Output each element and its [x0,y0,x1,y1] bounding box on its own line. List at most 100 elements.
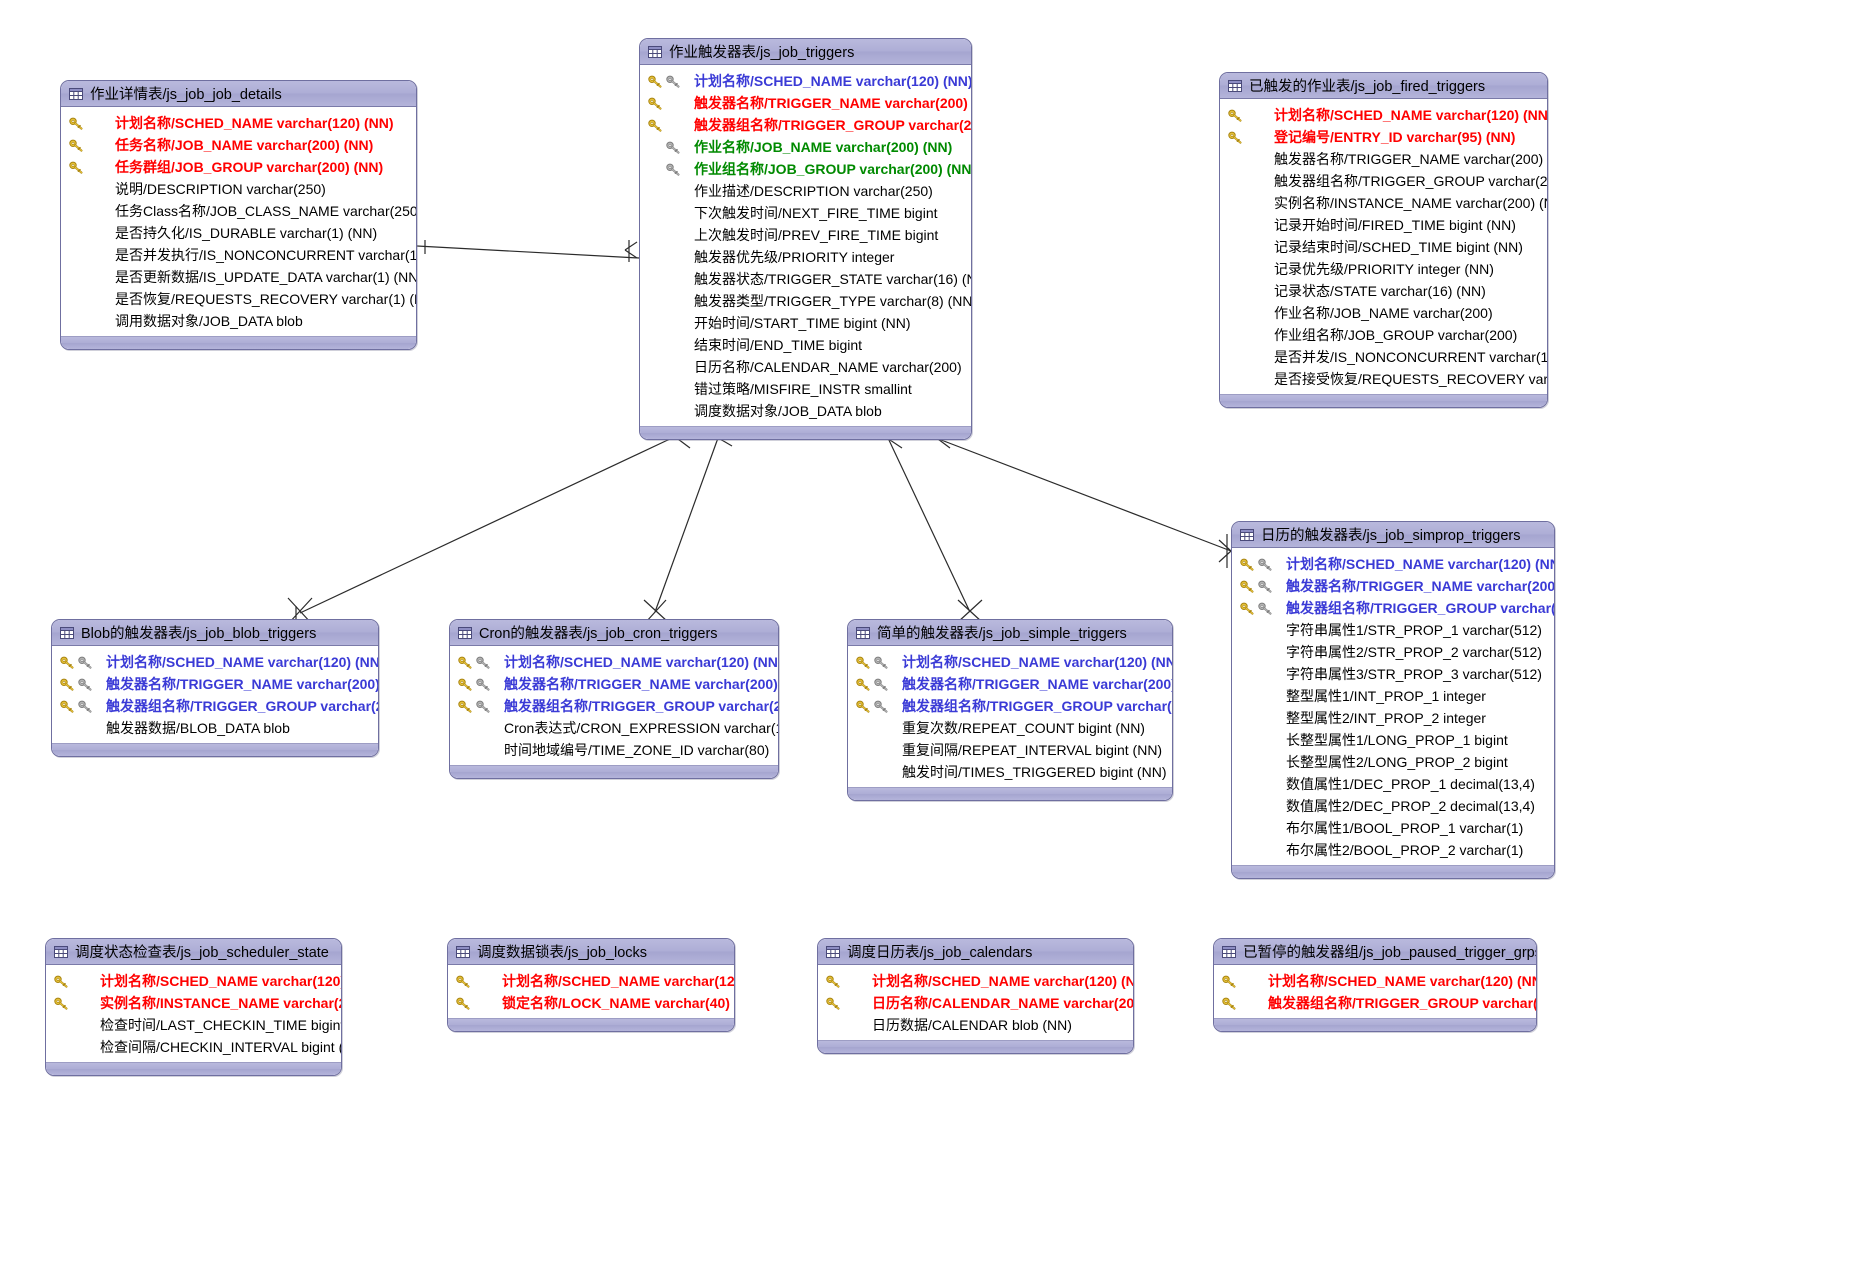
attribute-row[interactable]: 作业组名称/JOB_GROUP varchar(200) (NN) [640,158,971,180]
attribute-row[interactable]: 触发器名称/TRIGGER_NAME varchar(200) (NN) [848,673,1172,695]
attribute-row[interactable]: 登记编号/ENTRY_ID varchar(95) (NN) [1220,126,1547,148]
attribute-row[interactable]: 计划名称/SCHED_NAME varchar(120) (NN) [61,112,416,134]
attribute-row[interactable]: 触发器名称/TRIGGER_NAME varchar(200) (NN) [1220,148,1547,170]
entity-job-details[interactable]: 作业详情表/js_job_job_details 计划名称/SCHED_NAME… [60,80,417,350]
attribute-row[interactable]: 长整型属性2/LONG_PROP_2 bigint [1232,751,1554,773]
attribute-row[interactable]: 上次触发时间/PREV_FIRE_TIME bigint [640,224,971,246]
attribute-row[interactable]: 计划名称/SCHED_NAME varchar(120) (NN) [818,970,1133,992]
attribute-row[interactable]: 触发器名称/TRIGGER_NAME varchar(200) (NN) [1232,575,1554,597]
attribute-row[interactable]: 触发器组名称/TRIGGER_GROUP varchar(200) (NN) [52,695,378,717]
attribute-row[interactable]: 时间地域编号/TIME_ZONE_ID varchar(80) [450,739,778,761]
attribute-row[interactable]: 触发器组名称/TRIGGER_GROUP varchar(200) (NN) [1232,597,1554,619]
attribute-row[interactable]: 是否并发执行/IS_NONCONCURRENT varchar(1) (NN) [61,244,416,266]
attribute-row[interactable]: 计划名称/SCHED_NAME varchar(120) (NN) [1220,104,1547,126]
attribute-row[interactable]: 计划名称/SCHED_NAME varchar(120) (NN) [1214,970,1536,992]
attribute-key-icons [1228,263,1274,276]
attribute-row[interactable]: 计划名称/SCHED_NAME varchar(120) (NN) [640,70,971,92]
attribute-row[interactable]: 调度数据对象/JOB_DATA blob [640,400,971,422]
attribute-row[interactable]: 触发器类型/TRIGGER_TYPE varchar(8) (NN) [640,290,971,312]
attribute-row[interactable]: 是否接受恢复/REQUESTS_RECOVERY varchar(1) [1220,368,1547,390]
attribute-row[interactable]: 锁定名称/LOCK_NAME varchar(40) (NN) [448,992,734,1014]
attribute-row[interactable]: 检查时间/LAST_CHECKIN_TIME bigint (NN) [46,1014,341,1036]
attribute-row[interactable]: 重复间隔/REPEAT_INTERVAL bigint (NN) [848,739,1172,761]
attribute-row[interactable]: 是否更新数据/IS_UPDATE_DATA varchar(1) (NN) [61,266,416,288]
attribute-row[interactable]: 触发器名称/TRIGGER_NAME varchar(200) (NN) [450,673,778,695]
attribute-row[interactable]: 触发时间/TIMES_TRIGGERED bigint (NN) [848,761,1172,783]
entity-simple-triggers[interactable]: 简单的触发器表/js_job_simple_triggers 计划名称/SCHE… [847,619,1173,801]
attribute-row[interactable]: 记录状态/STATE varchar(16) (NN) [1220,280,1547,302]
entity-title: 调度数据锁表/js_job_locks [448,939,734,965]
entity-locks[interactable]: 调度数据锁表/js_job_locks 计划名称/SCHED_NAME varc… [447,938,735,1032]
attribute-row[interactable]: 整型属性2/INT_PROP_2 integer [1232,707,1554,729]
entity-attribute-list: 计划名称/SCHED_NAME varchar(120) (NN)触发器名称/T… [848,646,1172,787]
attribute-row[interactable]: 布尔属性2/BOOL_PROP_2 varchar(1) [1232,839,1554,861]
entity-paused-trigger-grps[interactable]: 已暂停的触发器组/js_job_paused_trigger_grps 计划名称… [1213,938,1537,1032]
attribute-row[interactable]: 重复次数/REPEAT_COUNT bigint (NN) [848,717,1172,739]
link-triggers-to-simple [887,437,971,613]
entity-simprop-triggers[interactable]: 日历的触发器表/js_job_simprop_triggers 计划名称/SCH… [1231,521,1555,879]
attribute-row[interactable]: 日历名称/CALENDAR_NAME varchar(200) [640,356,971,378]
attribute-label: 触发器组名称/TRIGGER_GROUP varchar(200) (NN) [1286,600,1554,616]
attribute-row[interactable]: 数值属性2/DEC_PROP_2 decimal(13,4) [1232,795,1554,817]
attribute-row[interactable]: 检查间隔/CHECKIN_INTERVAL bigint (NN) [46,1036,341,1058]
attribute-row[interactable]: 触发器优先级/PRIORITY integer [640,246,971,268]
attribute-row[interactable]: 触发器数据/BLOB_DATA blob [52,717,378,739]
attribute-row[interactable]: 触发器状态/TRIGGER_STATE varchar(16) (NN) [640,268,971,290]
attribute-row[interactable]: 开始时间/START_TIME bigint (NN) [640,312,971,334]
attribute-row[interactable]: 字符串属性3/STR_PROP_3 varchar(512) [1232,663,1554,685]
attribute-row[interactable]: 错过策略/MISFIRE_INSTR smallint [640,378,971,400]
primary-key-icon [458,656,473,669]
attribute-row[interactable]: 字符串属性2/STR_PROP_2 varchar(512) [1232,641,1554,663]
attribute-row[interactable]: 是否持久化/IS_DURABLE varchar(1) (NN) [61,222,416,244]
attribute-row[interactable]: 触发器组名称/TRIGGER_GROUP varchar(200) (NN) [1214,992,1536,1014]
attribute-row[interactable]: Cron表达式/CRON_EXPRESSION varchar(120) (NN… [450,717,778,739]
attribute-row[interactable]: 结束时间/END_TIME bigint [640,334,971,356]
attribute-row[interactable]: 触发器名称/TRIGGER_NAME varchar(200) (NN) [52,673,378,695]
attribute-row[interactable]: 计划名称/SCHED_NAME varchar(120) (NN) [448,970,734,992]
attribute-row[interactable]: 触发器组名称/TRIGGER_GROUP varchar(200) (NN) [1220,170,1547,192]
attribute-row[interactable]: 触发器名称/TRIGGER_NAME varchar(200) (NN) [640,92,971,114]
attribute-row[interactable]: 作业名称/JOB_NAME varchar(200) (NN) [640,136,971,158]
attribute-label: 日历数据/CALENDAR blob (NN) [872,1017,1072,1033]
attribute-row[interactable]: 记录开始时间/FIRED_TIME bigint (NN) [1220,214,1547,236]
attribute-row[interactable]: 数值属性1/DEC_PROP_1 decimal(13,4) [1232,773,1554,795]
attribute-key-icons [1240,646,1286,659]
attribute-row[interactable]: 调用数据对象/JOB_DATA blob [61,310,416,332]
attribute-row[interactable]: 计划名称/SCHED_NAME varchar(120) (NN) [450,651,778,673]
attribute-row[interactable]: 计划名称/SCHED_NAME varchar(120) (NN) [1232,553,1554,575]
attribute-row[interactable]: 日历数据/CALENDAR blob (NN) [818,1014,1133,1036]
attribute-row[interactable]: 日历名称/CALENDAR_NAME varchar(200) (NN) [818,992,1133,1014]
attribute-row[interactable]: 下次触发时间/NEXT_FIRE_TIME bigint [640,202,971,224]
entity-blob-triggers[interactable]: Blob的触发器表/js_job_blob_triggers 计划名称/SCHE… [51,619,379,757]
attribute-row[interactable]: 实例名称/INSTANCE_NAME varchar(200) (NN) [1220,192,1547,214]
attribute-row[interactable]: 触发器组名称/TRIGGER_GROUP varchar(200) (NN) [450,695,778,717]
attribute-row[interactable]: 字符串属性1/STR_PROP_1 varchar(512) [1232,619,1554,641]
attribute-row[interactable]: 作业组名称/JOB_GROUP varchar(200) [1220,324,1547,346]
attribute-row[interactable]: 作业名称/JOB_NAME varchar(200) [1220,302,1547,324]
attribute-row[interactable]: 实例名称/INSTANCE_NAME varchar(200) (NN) [46,992,341,1014]
entity-fired-triggers[interactable]: 已触发的作业表/js_job_fired_triggers 计划名称/SCHED… [1219,72,1548,408]
attribute-row[interactable]: 布尔属性1/BOOL_PROP_1 varchar(1) [1232,817,1554,839]
attribute-row[interactable]: 触发器组名称/TRIGGER_GROUP varchar(200) (NN) [848,695,1172,717]
attribute-row[interactable]: 触发器组名称/TRIGGER_GROUP varchar(200) (NN) [640,114,971,136]
attribute-row[interactable]: 说明/DESCRIPTION varchar(250) [61,178,416,200]
primary-key-icon [1222,975,1237,988]
attribute-row[interactable]: 是否恢复/REQUESTS_RECOVERY varchar(1) (NN) [61,288,416,310]
attribute-row[interactable]: 任务名称/JOB_NAME varchar(200) (NN) [61,134,416,156]
entity-job-triggers[interactable]: 作业触发器表/js_job_triggers 计划名称/SCHED_NAME v… [639,38,972,440]
attribute-row[interactable]: 长整型属性1/LONG_PROP_1 bigint [1232,729,1554,751]
entity-calendars[interactable]: 调度日历表/js_job_calendars 计划名称/SCHED_NAME v… [817,938,1134,1054]
attribute-row[interactable]: 任务Class名称/JOB_CLASS_NAME varchar(250) (N… [61,200,416,222]
attribute-row[interactable]: 任务群组/JOB_GROUP varchar(200) (NN) [61,156,416,178]
attribute-row[interactable]: 整型属性1/INT_PROP_1 integer [1232,685,1554,707]
attribute-row[interactable]: 计划名称/SCHED_NAME varchar(120) (NN) [848,651,1172,673]
attribute-row[interactable]: 作业描述/DESCRIPTION varchar(250) [640,180,971,202]
attribute-row[interactable]: 记录优先级/PRIORITY integer (NN) [1220,258,1547,280]
attribute-row[interactable]: 是否并发/IS_NONCONCURRENT varchar(1) [1220,346,1547,368]
attribute-row[interactable]: 计划名称/SCHED_NAME varchar(120) (NN) [46,970,341,992]
attribute-row[interactable]: 记录结束时间/SCHED_TIME bigint (NN) [1220,236,1547,258]
attribute-row[interactable]: 计划名称/SCHED_NAME varchar(120) (NN) [52,651,378,673]
entity-cron-triggers[interactable]: Cron的触发器表/js_job_cron_triggers 计划名称/SCHE… [449,619,779,779]
entity-scheduler-state[interactable]: 调度状态检查表/js_job_scheduler_state 计划名称/SCHE… [45,938,342,1076]
attribute-label: 触发器组名称/TRIGGER_GROUP varchar(200) (NN) [106,698,378,714]
